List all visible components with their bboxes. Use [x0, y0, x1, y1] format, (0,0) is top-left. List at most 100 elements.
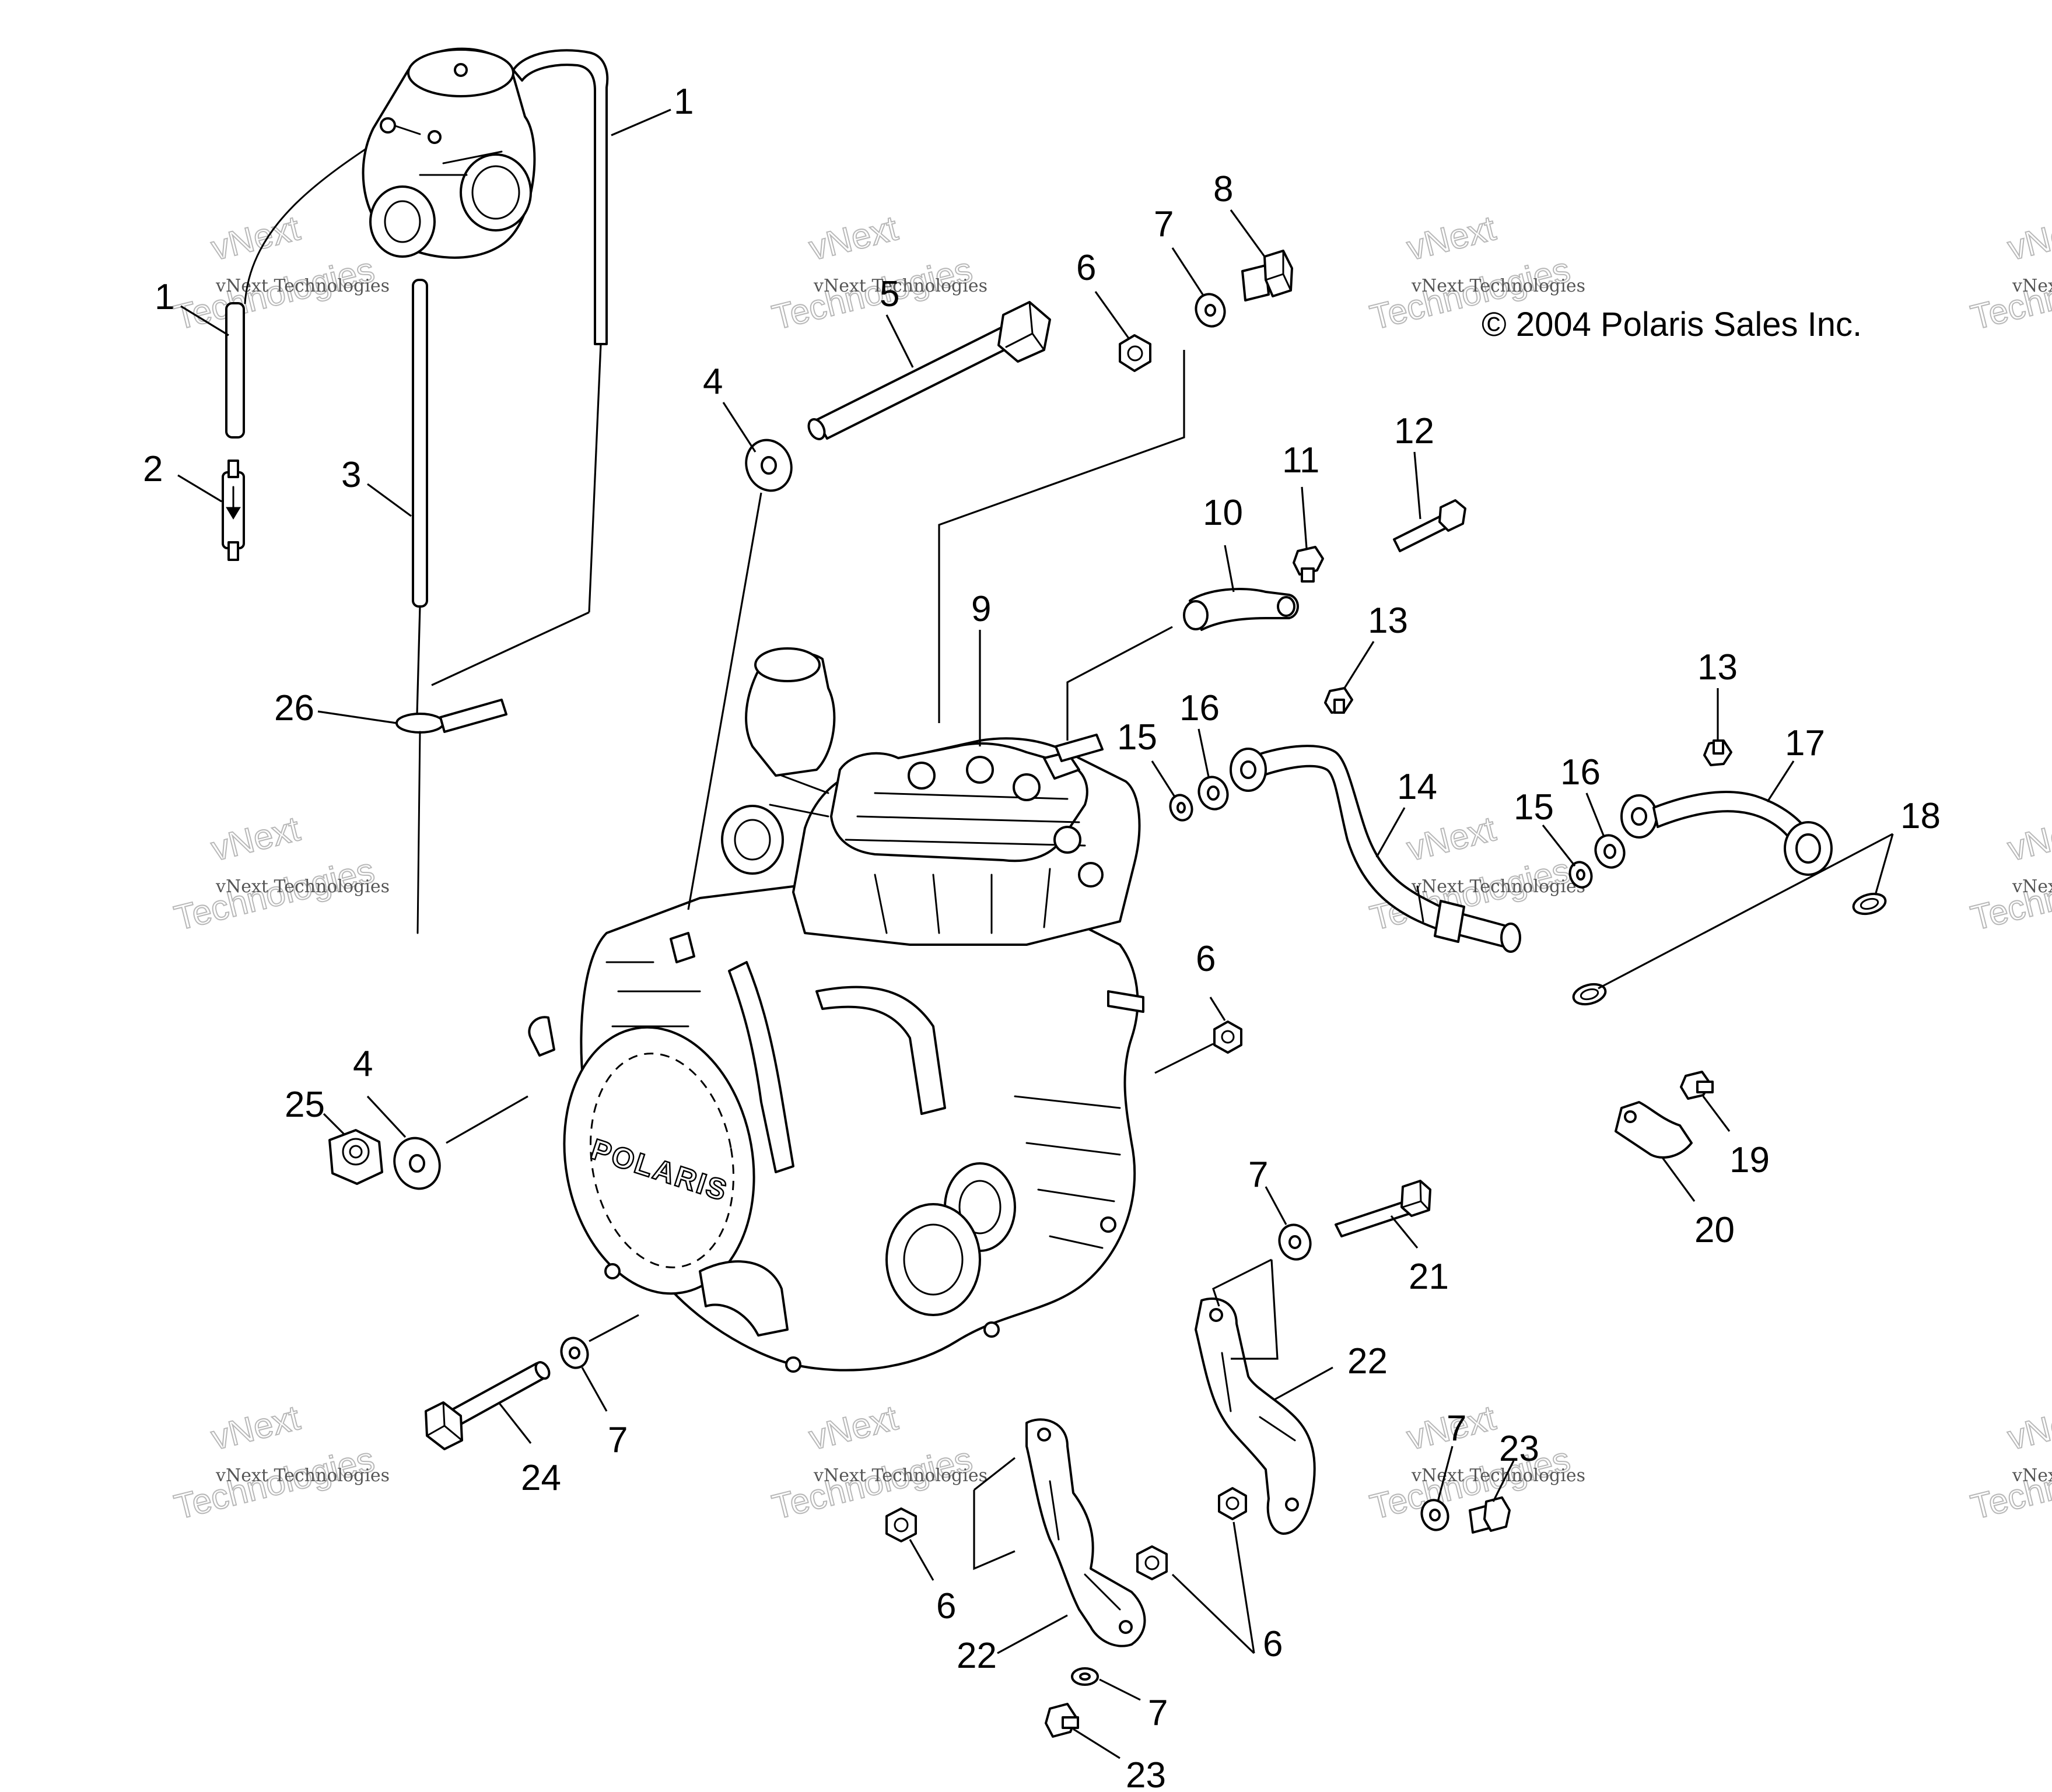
watermark-text: vNext Technologies — [2012, 276, 2052, 296]
callout-7: 7 — [1148, 1693, 1168, 1733]
watermark-text: vNext Technologies — [2012, 876, 2052, 897]
flange-bolt-small — [1293, 546, 1324, 583]
callout-13: 13 — [1368, 601, 1408, 641]
callout-24: 24 — [521, 1458, 561, 1498]
watermark-text: vNext Technologies — [2012, 1465, 2052, 1486]
hose-routing-line — [588, 343, 602, 613]
callout-17: 17 — [1785, 723, 1825, 763]
washer — [745, 439, 793, 492]
watermark-text: vNext — [2004, 809, 2052, 868]
callout-20: 20 — [1694, 1210, 1735, 1250]
watermark-text: vNext — [2004, 208, 2052, 268]
callout-9: 9 — [971, 589, 991, 629]
fuel-filter — [222, 460, 245, 561]
callout-7: 7 — [1248, 1155, 1268, 1195]
watermark-text: vNext Technologies — [1411, 276, 1585, 296]
callout-26: 26 — [274, 688, 314, 728]
watermark-tile: vNext Technologies vNext Technologies — [170, 208, 390, 338]
watermark-text: vNext — [1403, 809, 1499, 868]
spring-clamp — [1852, 892, 1887, 916]
washer-small — [1195, 293, 1226, 328]
oil-line — [1620, 791, 1833, 876]
washer-small — [1420, 1499, 1449, 1531]
flange-nut — [1218, 1487, 1247, 1520]
washer-small — [1071, 1667, 1099, 1686]
watermark-text: vNext Technologies — [813, 276, 988, 296]
flange-bolt — [1324, 687, 1353, 714]
watermark-text: vNext Technologies — [813, 1465, 988, 1486]
watermark-tile: vNext Technologies vNext Technologies — [768, 208, 988, 338]
watermark-tile: vNext Technologies vNext Technologies — [1966, 1397, 2052, 1527]
callout-8: 8 — [1213, 169, 1233, 209]
engine-mount-bracket — [1195, 1297, 1316, 1535]
watermark-text: vNext — [207, 1398, 303, 1457]
callout-12: 12 — [1394, 411, 1434, 451]
through-bolt — [425, 1361, 551, 1450]
copyright-text: © 2004 Polaris Sales Inc. — [1482, 306, 1862, 343]
hose-routing-line — [416, 606, 421, 715]
engine-block: POLARIS — [528, 647, 1144, 1373]
hose-clamp-bracket — [1183, 588, 1299, 631]
leader-lines — [177, 108, 1894, 1759]
watermark-text: vNext — [207, 809, 303, 868]
callout-14: 14 — [1397, 767, 1437, 807]
callout-1: 1 — [155, 277, 174, 317]
callout-10: 10 — [1203, 493, 1243, 533]
callout-6: 6 — [1196, 939, 1216, 979]
watermark-text: vNext Technologies — [215, 1465, 390, 1486]
callout-11: 11 — [1282, 440, 1319, 481]
washer-small — [1278, 1223, 1312, 1261]
callout-3: 3 — [341, 455, 361, 495]
vent-tube — [412, 279, 428, 608]
hex-bolt-short — [1241, 250, 1293, 301]
watermark-text: vNext — [805, 1398, 901, 1457]
callout-15: 15 — [1117, 717, 1157, 758]
callout-5: 5 — [880, 274, 899, 314]
callout-18: 18 — [1900, 796, 1941, 836]
flange-bolt — [1703, 739, 1732, 766]
hex-nut — [328, 1129, 383, 1185]
crush-washer — [1197, 776, 1229, 811]
callout-2: 2 — [143, 449, 163, 489]
watermark-tile: vNext Technologies vNext Technologies — [170, 808, 390, 938]
flange-nut — [1136, 1545, 1168, 1580]
flange-bolt — [1680, 1071, 1714, 1100]
watermark-tile: vNext Technologies vNext Technologies — [1966, 208, 2052, 338]
callout-16: 16 — [1560, 752, 1601, 792]
hose-bracket — [1615, 1101, 1693, 1159]
flange-nut — [1119, 334, 1151, 372]
callout-6: 6 — [1076, 248, 1096, 288]
watermark-text: vNext — [2004, 1398, 2052, 1457]
callout-7: 7 — [1447, 1408, 1466, 1449]
flange-nut — [1213, 1021, 1242, 1054]
hex-bolt-short — [1045, 1703, 1079, 1738]
callout-13: 13 — [1697, 647, 1738, 688]
hex-bolt-long-small — [1393, 499, 1466, 552]
callout-19: 19 — [1729, 1140, 1770, 1180]
vent-hose-long — [512, 49, 609, 345]
callout-6: 6 — [1263, 1624, 1283, 1664]
through-bolt-long — [807, 301, 1051, 440]
oil-line — [1230, 745, 1521, 953]
watermark-tile: vNext Technologies vNext Technologies — [768, 1397, 988, 1527]
callout-4: 4 — [353, 1044, 373, 1084]
callout-25: 25 — [285, 1085, 325, 1125]
hex-bolt-short — [1469, 1496, 1511, 1534]
crush-washer — [1594, 834, 1626, 869]
crush-washer — [1169, 794, 1193, 822]
watermark-text: vNext Technologies — [215, 276, 390, 296]
callout-7: 7 — [1154, 204, 1174, 244]
watermark-text: vNext — [1403, 208, 1499, 268]
fuel-hose-short — [225, 302, 245, 439]
washer — [393, 1137, 441, 1190]
callout-21: 21 — [1409, 1257, 1449, 1297]
hose-clamp — [395, 699, 507, 934]
callout-15: 15 — [1514, 787, 1554, 827]
watermark-text: vNext Technologies — [1411, 876, 1585, 897]
hex-bolt — [1335, 1180, 1431, 1237]
callout-7: 7 — [608, 1420, 628, 1460]
callout-labels: 1 1 2 3 4 4 5 6 6 6 6 7 7 7 7 7 8 9 10 1… — [143, 82, 1941, 1792]
flange-nut — [885, 1507, 917, 1542]
hose-routing-line — [431, 611, 590, 686]
